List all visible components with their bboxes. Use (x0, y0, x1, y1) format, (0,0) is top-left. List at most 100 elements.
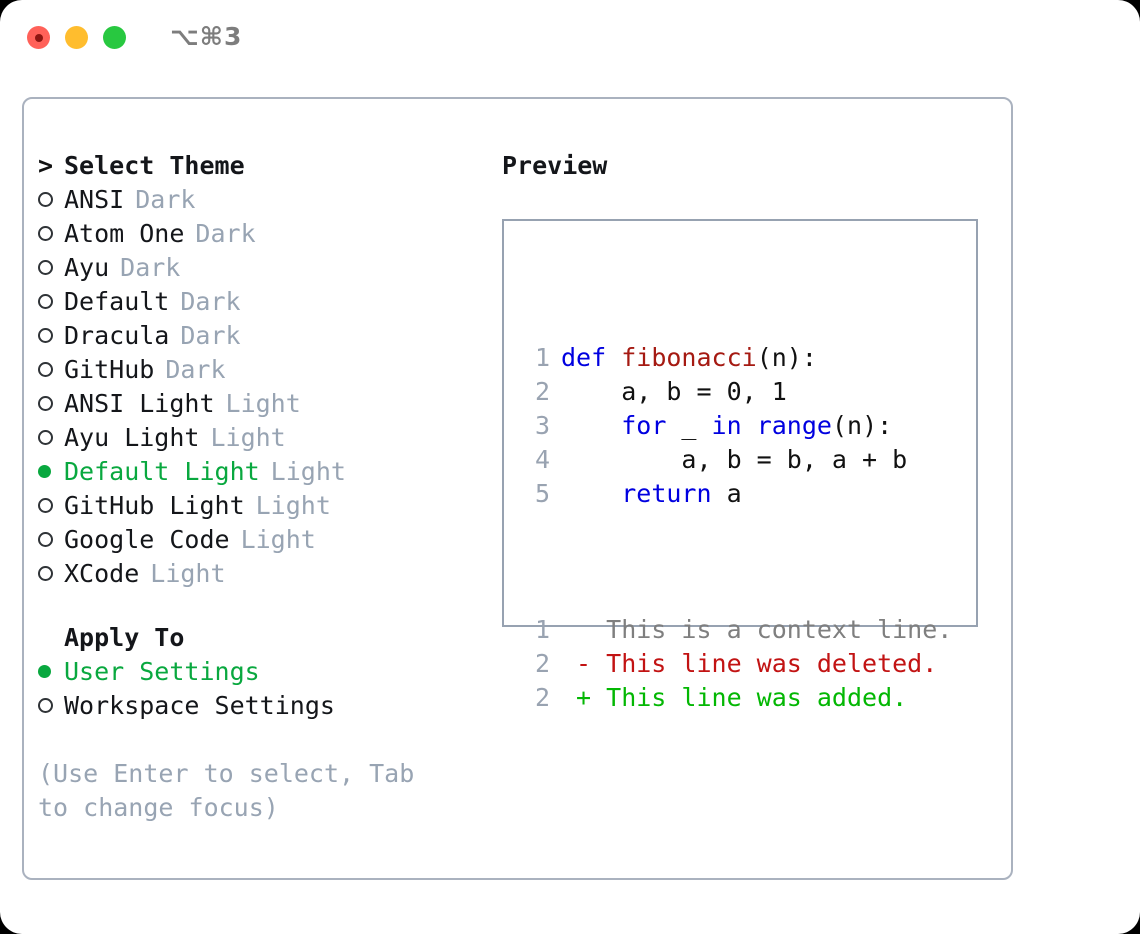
line-number: 2 (534, 377, 550, 406)
theme-variant-badge: Light (225, 389, 301, 418)
radio-dot (38, 566, 53, 581)
code-token (561, 411, 621, 440)
title-bar: ⌥⌘3 (0, 0, 1140, 76)
code-line: 2 a, b = 0, 1 (516, 375, 952, 409)
line-number: 2 (534, 683, 550, 712)
maximize-dot[interactable] (103, 26, 126, 49)
radio-unselected-icon[interactable] (38, 217, 64, 251)
radio-dot (38, 465, 51, 478)
diff-line: 1 This is a context line. (516, 613, 952, 647)
theme-name: Default Light (64, 457, 260, 486)
theme-list-item[interactable]: Atom One Dark (38, 217, 498, 251)
code-token: range (756, 411, 832, 440)
radio-unselected-icon[interactable] (38, 319, 64, 353)
radio-dot (38, 226, 53, 241)
radio-dot (38, 665, 51, 678)
code-token: _ (666, 411, 712, 440)
theme-list-item[interactable]: ANSI Dark (38, 183, 498, 217)
code-line: 5 return a (516, 477, 952, 511)
radio-unselected-icon[interactable] (38, 689, 64, 723)
theme-list-item[interactable]: Ayu Dark (38, 251, 498, 285)
code-token: fibonacci (621, 343, 757, 372)
theme-variant-badge: Dark (120, 253, 181, 282)
keyboard-hint-text: (Use Enter to select, Tab to change focu… (38, 759, 415, 822)
apply-to-heading: Apply To (38, 621, 498, 655)
radio-dot (38, 430, 53, 445)
code-line: 3 for _ in range(n): (516, 409, 952, 443)
code-token: for (621, 411, 667, 440)
apply-to-label: Workspace Settings (64, 691, 335, 720)
minimize-dot[interactable] (65, 26, 88, 49)
diff-line-text: This is a context line. (561, 615, 953, 644)
radio-unselected-icon[interactable] (38, 251, 64, 285)
radio-unselected-icon[interactable] (38, 183, 64, 217)
theme-variant-badge: Dark (165, 355, 226, 384)
code-line-text: a, b = 0, 1 (561, 375, 787, 409)
theme-list-item[interactable]: Dracula Dark (38, 319, 498, 353)
code-token: a, b = 0, 1 (561, 377, 787, 406)
radio-unselected-icon[interactable] (38, 353, 64, 387)
radio-unselected-icon[interactable] (38, 489, 64, 523)
line-number: 1 (534, 343, 550, 372)
code-token: a (711, 479, 742, 508)
theme-name: ANSI (64, 185, 125, 214)
radio-dot (38, 328, 53, 343)
radio-selected-icon[interactable] (38, 455, 64, 489)
theme-variant-badge: Dark (195, 219, 256, 248)
theme-variant-badge: Dark (180, 287, 241, 316)
radio-dot (38, 260, 53, 275)
theme-list-item[interactable]: GitHub Dark (38, 353, 498, 387)
theme-name: Ayu (64, 253, 110, 282)
theme-name: Atom One (64, 219, 185, 248)
code-line-text: a, b = b, a + b (561, 443, 907, 477)
diff-lines: 1 This is a context line.2 - This line w… (516, 613, 952, 715)
radio-dot (38, 498, 53, 513)
apply-to-item[interactable]: User Settings (38, 655, 498, 689)
radio-unselected-icon[interactable] (38, 421, 64, 455)
apply-to-item[interactable]: Workspace Settings (38, 689, 498, 723)
diff-line-text: - This line was deleted. (561, 649, 938, 678)
theme-name: GitHub Light (64, 491, 245, 520)
theme-list-item[interactable]: Default Dark (38, 285, 498, 319)
line-number: 1 (534, 615, 550, 644)
code-token: in (711, 411, 742, 440)
code-token: a, b = b, a + b (561, 445, 908, 474)
radio-unselected-icon[interactable] (38, 285, 64, 319)
radio-unselected-icon[interactable] (38, 523, 64, 557)
theme-name: Google Code (64, 525, 230, 554)
line-number: 2 (534, 649, 550, 678)
theme-list-item[interactable]: GitHub Light Light (38, 489, 498, 523)
theme-name: GitHub (64, 355, 155, 384)
apply-to-heading-label: Apply To (64, 623, 185, 652)
close-dot[interactable] (27, 26, 50, 49)
diff-line: 2 - This line was deleted. (516, 647, 952, 681)
apply-to-label: User Settings (64, 657, 260, 686)
code-token (742, 411, 757, 440)
keyboard-shortcut-label: ⌥⌘3 (170, 22, 243, 51)
radio-unselected-icon[interactable] (38, 557, 64, 591)
radio-unselected-icon[interactable] (38, 387, 64, 421)
theme-variant-badge: Dark (180, 321, 241, 350)
theme-name: Ayu Light (64, 423, 200, 452)
theme-variant-badge: Dark (135, 185, 196, 214)
code-token: (n): (831, 411, 893, 440)
theme-variant-badge: Light (150, 559, 226, 588)
code-token (561, 479, 621, 508)
theme-name: Dracula (64, 321, 170, 350)
radio-dot (38, 362, 53, 377)
theme-variant-badge: Light (255, 491, 331, 520)
theme-name: Default (64, 287, 170, 316)
radio-selected-icon[interactable] (38, 655, 64, 689)
